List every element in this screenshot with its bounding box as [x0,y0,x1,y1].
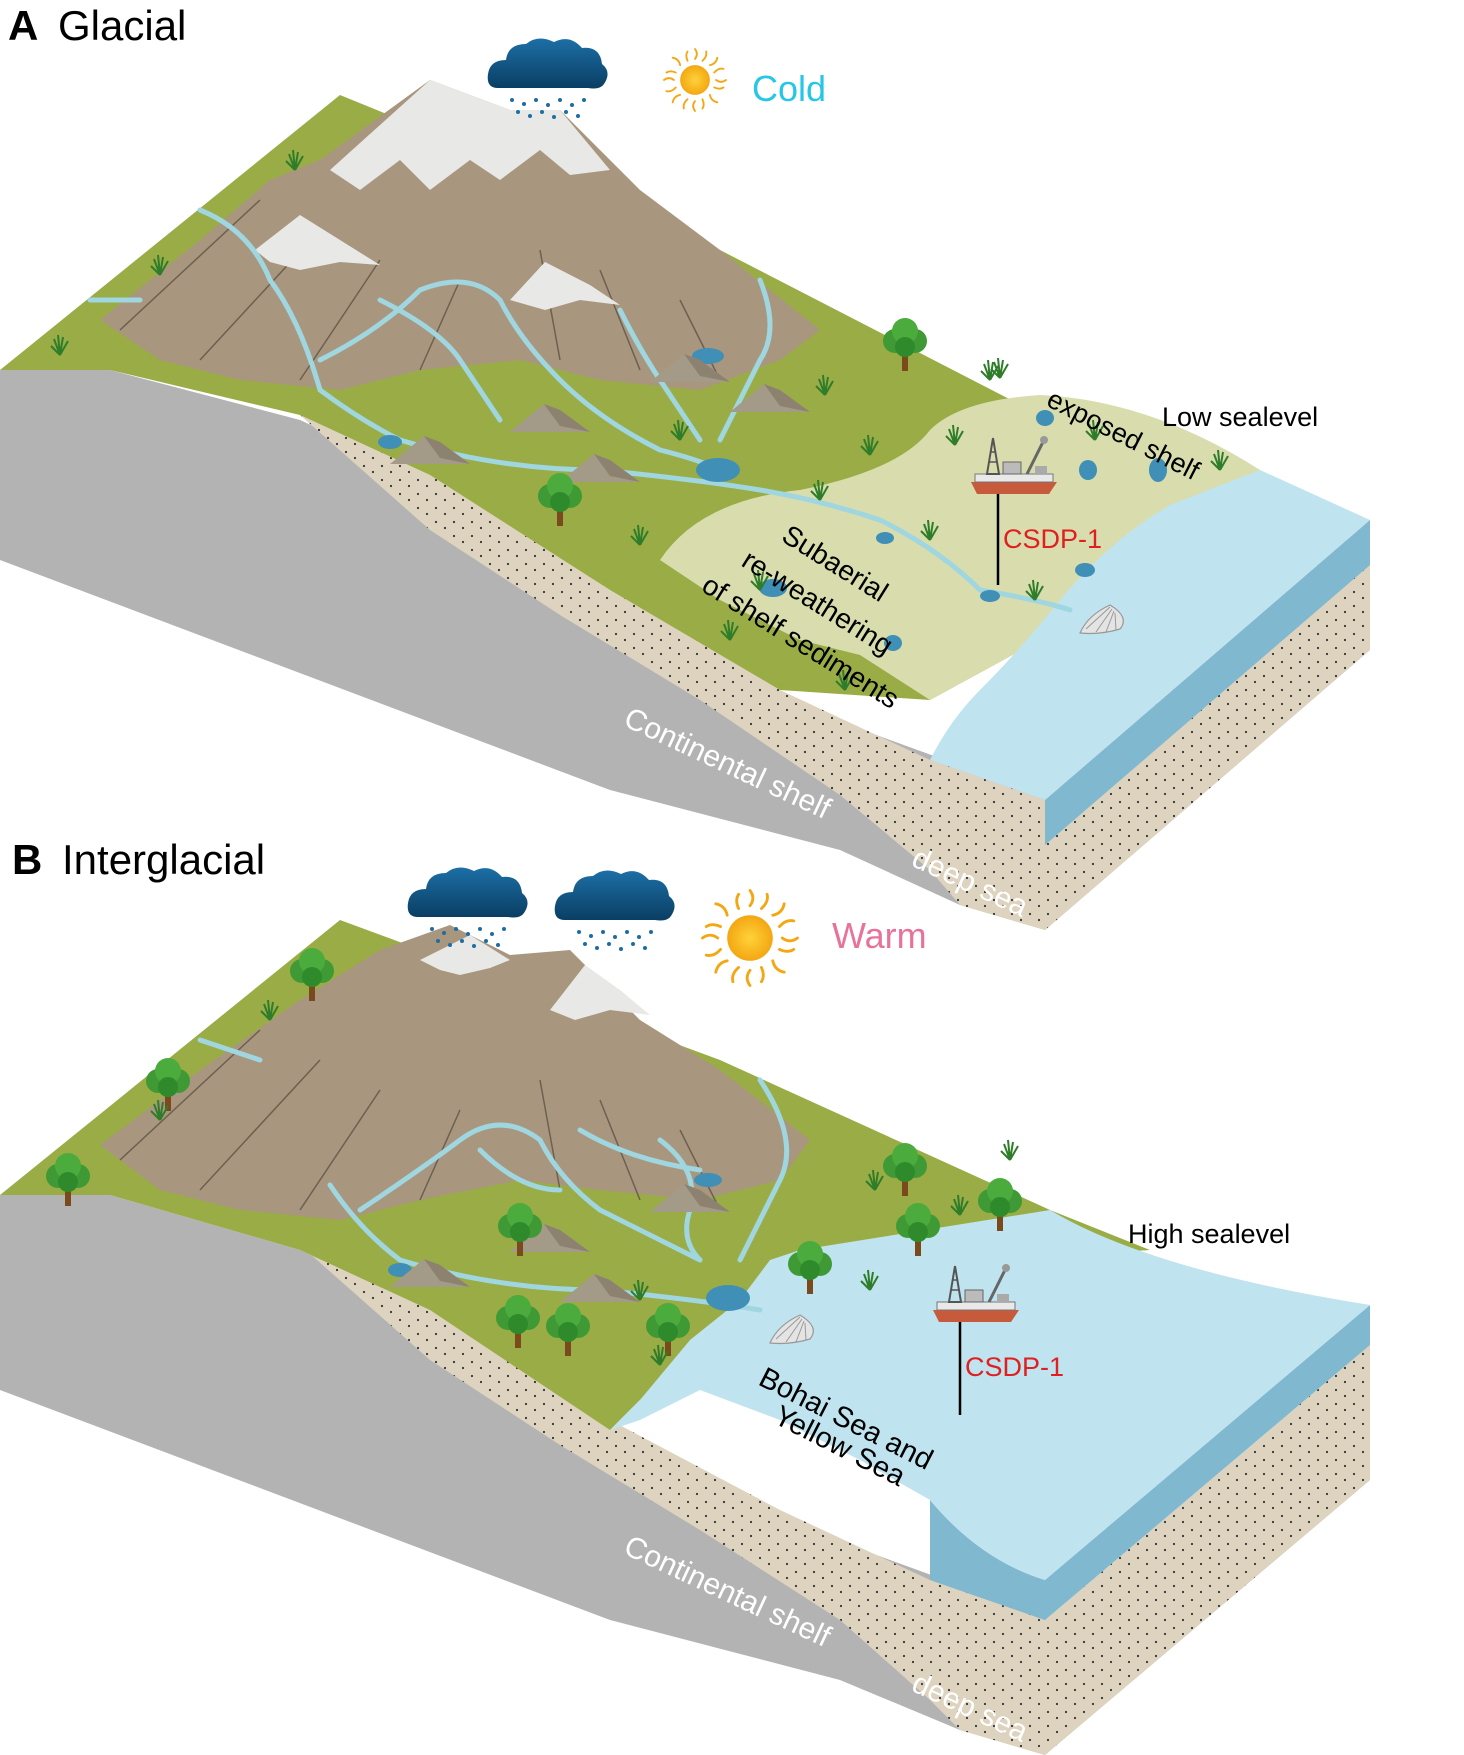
sun-icon [701,889,799,987]
lakes-b [388,1173,750,1311]
sun-icon [663,48,727,112]
exposed-shelf-a [660,395,1260,700]
mountain-range-b [100,925,810,1220]
site-label-a: CSDP-1 [1003,524,1102,554]
snow-cap-a-2 [255,215,380,270]
sea-side-a [1045,520,1370,845]
panel-b-letter: B [12,836,42,883]
sea-surface-a [930,470,1370,800]
sediment-layer-b [300,1245,1370,1755]
mountain-range-a [100,80,820,390]
panel-a-title: Glacial [58,2,186,49]
drill-ship-icon [931,1262,1021,1415]
sea-side-b [930,1305,1370,1620]
climate-label-cold: Cold [752,68,826,109]
sealevel-label-low: Low sealevel [1162,402,1318,432]
panel-b-interglacial: B Interglacial Warm High sealevel Bohai … [0,836,1370,1755]
sea-surface-b [610,1210,1370,1580]
drill-ship-icon [969,434,1059,585]
lakes-a [378,348,1167,651]
panel-a-letter: A [8,2,38,49]
rain-cloud-icon [487,38,608,119]
sealevel-label-high: High sealevel [1128,1219,1290,1249]
rivers-b [197,1037,790,1313]
rain-cloud-icon [554,870,675,951]
site-label-b: CSDP-1 [965,1352,1064,1382]
climate-label-warm: Warm [832,915,927,956]
panel-a-glacial: A Glacial Cold Low sealevel exposed shel… [0,2,1370,930]
snow-cap-a-1 [330,80,610,190]
snow-cap-b-1 [420,935,510,975]
snow-cap-a-3 [510,262,620,310]
snow-cap-b-2 [550,965,650,1020]
panel-b-title: Interglacial [62,836,265,883]
sediment-layer-a [300,415,1370,930]
